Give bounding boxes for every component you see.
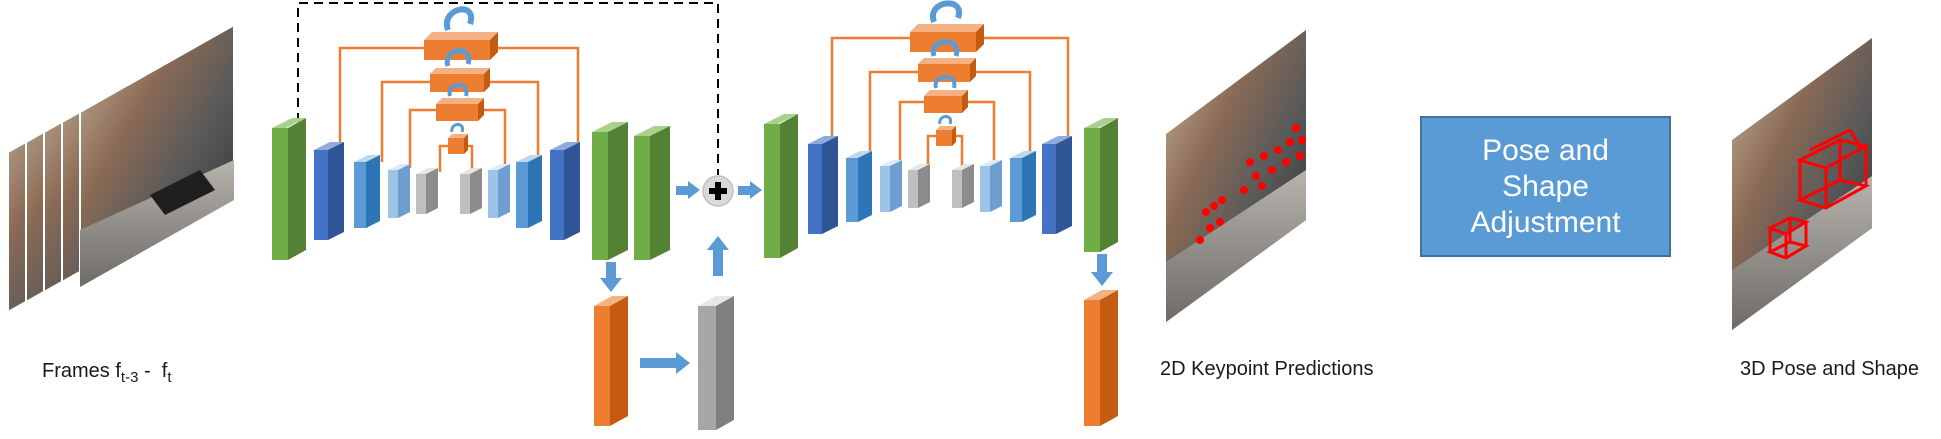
recurrent-block bbox=[918, 58, 976, 82]
layer-gray bbox=[460, 168, 482, 214]
right-arrow bbox=[676, 181, 700, 199]
layer-orange-heatmap bbox=[594, 296, 628, 426]
recurrent-block bbox=[936, 126, 956, 146]
frames-caption: Frames ft-3 - ft bbox=[42, 360, 171, 386]
hourglass-2-recurrent-blocks bbox=[910, 0, 984, 146]
down-arrow bbox=[1091, 254, 1113, 286]
up-arrow bbox=[707, 236, 729, 276]
heatmap-branch-2 bbox=[1084, 254, 1118, 426]
wireframe-3d-car bbox=[1766, 216, 1810, 260]
layer-light-blue bbox=[388, 164, 410, 218]
pose-shape-adjustment-box: Pose and Shape Adjustment bbox=[1420, 116, 1671, 257]
recurrence-loop-icon bbox=[933, 74, 957, 89]
layer-mid-blue bbox=[1010, 151, 1036, 222]
frames-caption-sub-end: t bbox=[167, 369, 172, 386]
right-arrow bbox=[640, 352, 690, 374]
frames-caption-prefix: Frames f bbox=[42, 360, 121, 382]
hourglass-network-1 bbox=[272, 2, 719, 260]
keypoint-prediction-image bbox=[1166, 30, 1306, 322]
wireframe-3d-car bbox=[1795, 128, 1871, 210]
hourglass-network-2 bbox=[764, 0, 1118, 258]
pose-shape-image bbox=[1732, 38, 1872, 330]
pose-shape-adjustment-label: Pose and Shape Adjustment bbox=[1470, 133, 1621, 239]
keypoints-caption: 2D Keypoint Predictions bbox=[1160, 358, 1374, 380]
layer-light-blue bbox=[488, 164, 510, 218]
keypoint-markers bbox=[1196, 124, 1306, 244]
recurrence-loop-icon bbox=[930, 39, 960, 57]
recurrence-loop-icon bbox=[929, 0, 963, 24]
layer-gray bbox=[416, 168, 438, 214]
layer-light-blue bbox=[980, 160, 1002, 212]
recurrence-loop-icon bbox=[938, 115, 953, 125]
hourglass-1-skip-lines bbox=[338, 46, 580, 172]
layer-green bbox=[272, 118, 306, 260]
layer-orange-heatmap bbox=[1084, 290, 1118, 426]
recurrence-loop-icon bbox=[450, 123, 465, 133]
layer-green bbox=[1084, 118, 1118, 252]
layer-dark-blue bbox=[314, 142, 344, 240]
layer-mid-blue bbox=[846, 151, 872, 222]
pose-shape-caption: 3D Pose and Shape bbox=[1740, 358, 1920, 380]
hourglass-1-recurrent-blocks bbox=[424, 6, 498, 154]
layer-light-blue bbox=[880, 160, 902, 212]
recurrence-loop-icon bbox=[447, 82, 469, 97]
layer-gray-remap bbox=[698, 296, 734, 430]
recurrence-loop-icon bbox=[444, 48, 472, 67]
frames-caption-mid: - f bbox=[138, 360, 168, 382]
layer-dark-blue bbox=[1042, 136, 1072, 234]
input-frames-stack bbox=[7, 23, 235, 314]
recurrence-loop-icon bbox=[443, 6, 475, 32]
layer-dark-blue bbox=[808, 136, 838, 234]
recurrent-block bbox=[448, 134, 468, 154]
recurrent-block bbox=[436, 98, 484, 121]
layer-green bbox=[592, 122, 628, 260]
input-frame bbox=[79, 23, 235, 289]
recurrent-block bbox=[424, 32, 498, 60]
frames-caption-sub-start: t-3 bbox=[120, 369, 139, 386]
layer-dark-blue bbox=[550, 142, 580, 240]
recurrent-block bbox=[430, 68, 490, 92]
layer-green bbox=[764, 114, 798, 258]
recurrent-block bbox=[910, 24, 984, 52]
right-arrow bbox=[738, 181, 762, 199]
layer-mid-blue bbox=[354, 155, 380, 228]
heatmap-branch bbox=[594, 236, 734, 430]
layer-gray bbox=[908, 164, 930, 208]
merge-operator bbox=[676, 175, 762, 207]
recurrent-block bbox=[924, 90, 968, 113]
layer-gray bbox=[952, 164, 974, 208]
layer-green bbox=[634, 126, 670, 260]
down-arrow bbox=[600, 262, 622, 292]
layer-mid-blue bbox=[516, 155, 542, 228]
